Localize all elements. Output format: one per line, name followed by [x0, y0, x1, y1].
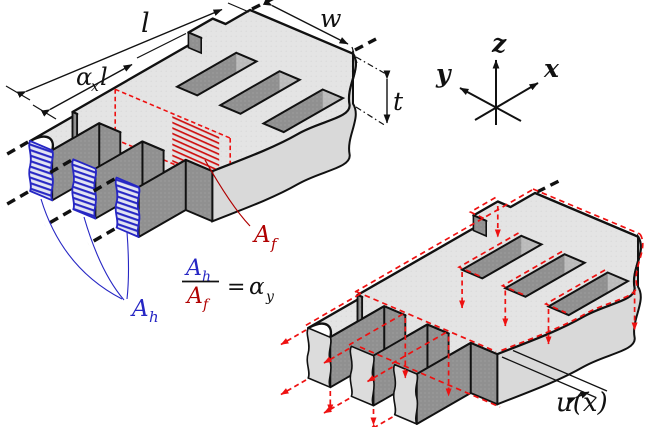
- eq-den-A: A: [185, 284, 203, 309]
- coordinate-axes: x y z: [435, 29, 560, 125]
- eq-num-A: A: [184, 256, 202, 281]
- dimension-t: t: [355, 56, 404, 127]
- hole-area-faces: [28, 140, 141, 238]
- label-l: l: [141, 8, 150, 39]
- finger-side-faces: [329, 305, 472, 425]
- z-axis-label: z: [491, 29, 507, 58]
- undeformed-outline-red: [302, 188, 644, 408]
- eq-num-sub: h: [202, 269, 211, 285]
- label-Af-sub: f: [270, 235, 279, 253]
- label-Ah-sub: h: [149, 308, 159, 326]
- x-axis-label: x: [543, 54, 560, 83]
- label-t: t: [393, 87, 404, 116]
- undeformed-plate: l α x l w t A f: [1, 0, 404, 326]
- eq-alpha: α: [249, 274, 265, 300]
- dimension-u-x: u(x): [501, 349, 608, 418]
- finger-cut-faces: [306, 327, 419, 425]
- label-alpha: α: [76, 63, 92, 91]
- eq-den-sub: f: [202, 297, 211, 313]
- deformed-plate: u(x): [280, 178, 644, 427]
- undeformed-arrows-red: [280, 206, 638, 427]
- eq-equals: =: [227, 275, 245, 300]
- eq-alpha-sub: y: [265, 289, 275, 305]
- label-alpha-sub-x: x: [91, 79, 99, 95]
- label-Ah-A: A: [130, 296, 149, 322]
- continuation-dashes: [1, 0, 377, 246]
- continuation-dash: [536, 178, 561, 194]
- label-alpha-ell: l: [100, 63, 108, 91]
- label-Af-A: A: [252, 222, 271, 248]
- dimension-w: w: [262, 0, 358, 64]
- dimension-alpha-x-l: α x l: [32, 32, 187, 120]
- y-axis-arrow: [459, 87, 522, 122]
- label-w: w: [320, 4, 341, 33]
- y-axis-label: y: [435, 59, 452, 88]
- label-u-x: u(x): [556, 388, 608, 418]
- x-axis-arrow: [474, 82, 539, 121]
- hole-area-label: A h: [40, 198, 159, 326]
- area-ratio-equation: A h A f = α y: [182, 256, 275, 313]
- frame-area-label: A f: [204, 159, 279, 253]
